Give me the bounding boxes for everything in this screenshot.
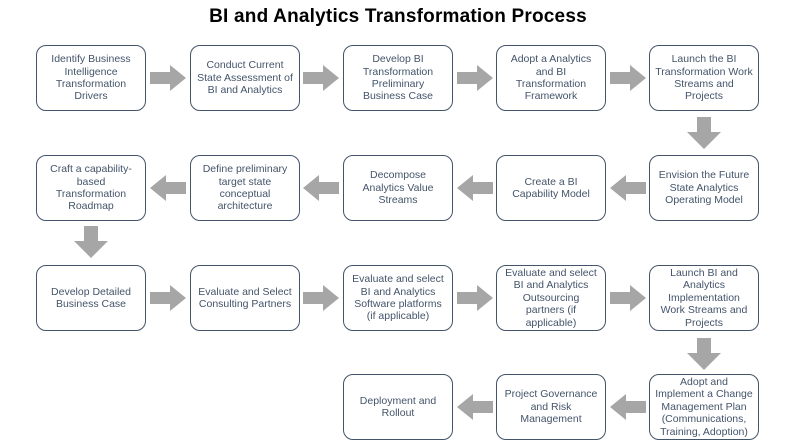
step-box-5: Launch the BI Transformation Work Stream… [649,45,759,111]
arrow-left-icon [610,394,646,420]
arrow-right-icon [610,65,646,91]
step-box-3: Develop BI Transformation Preliminary Bu… [343,45,453,111]
arrow-right-icon [303,65,339,91]
step-box-12: Evaluate and Select Consulting Partners [190,265,300,331]
arrow-down-icon [74,226,108,258]
arrow-right-icon [457,285,493,311]
arrow-down-icon [687,117,721,149]
arrow-left-icon [457,175,493,201]
arrow-left-icon [610,175,646,201]
step-box-10: Craft a capability-based Transformation … [36,155,146,221]
step-box-14: Evaluate and select BI and Analytics Out… [496,265,606,331]
step-box-8: Decompose Analytics Value Streams [343,155,453,221]
step-box-17: Project Governance and Risk Management [496,374,606,440]
step-box-7: Create a BI Capability Model [496,155,606,221]
step-box-16: Adopt and Implement a Change Management … [649,374,759,440]
arrow-left-icon [150,175,186,201]
arrow-right-icon [610,285,646,311]
arrow-right-icon [457,65,493,91]
step-box-13: Evaluate and select BI and Analytics Sof… [343,265,453,331]
arrow-left-icon [457,394,493,420]
arrow-right-icon [150,285,186,311]
step-box-9: Define preliminary target state conceptu… [190,155,300,221]
step-box-15: Launch BI and Analytics Implementation W… [649,265,759,331]
arrow-right-icon [303,285,339,311]
arrow-right-icon [150,65,186,91]
step-box-1: Identify Business Intelligence Transform… [36,45,146,111]
step-box-11: Develop Detailed Business Case [36,265,146,331]
arrow-down-icon [687,338,721,370]
step-box-4: Adopt a Analytics and BI Transformation … [496,45,606,111]
step-box-2: Conduct Current State Assessment of BI a… [190,45,300,111]
arrow-left-icon [303,175,339,201]
step-box-18: Deployment and Rollout [343,374,453,440]
page-title: BI and Analytics Transformation Process [209,6,587,27]
step-box-6: Envision the Future State Analytics Oper… [649,155,759,221]
